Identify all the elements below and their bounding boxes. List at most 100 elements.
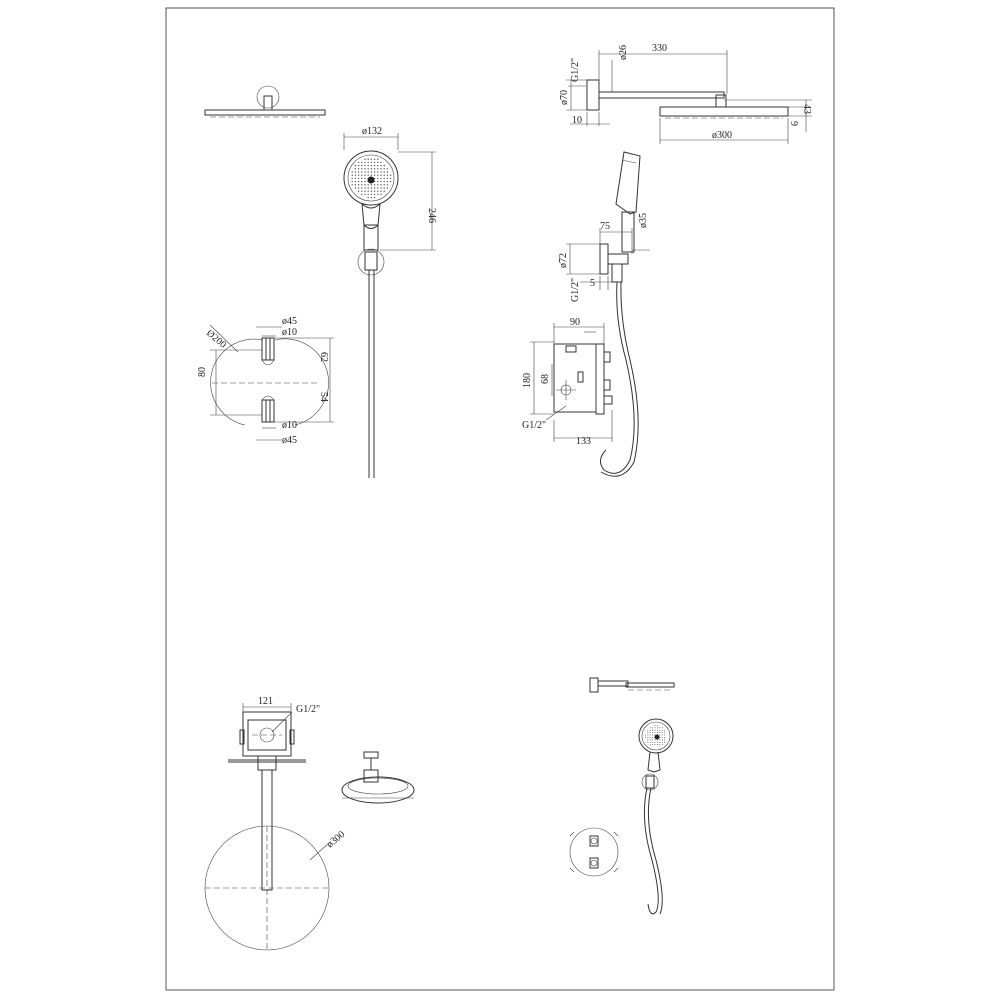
nozzle-dot: [367, 184, 369, 186]
nozzle-dot: [659, 727, 661, 729]
nozzle-dot: [661, 736, 663, 738]
nozzle-dot: [364, 158, 366, 160]
hand-shower-height-label: 246: [426, 208, 437, 223]
nozzle-dot: [664, 736, 666, 738]
nozzle-dot: [377, 174, 379, 176]
nozzle-dot: [367, 187, 369, 189]
nozzle-dot: [386, 171, 389, 173]
nozzle-dot: [354, 164, 357, 167]
nozzle-dot: [364, 193, 366, 196]
nozzle-dot: [383, 177, 385, 180]
nozzle-dot: [367, 158, 369, 160]
nozzle-dot: [656, 727, 658, 729]
nozzle-dot: [351, 171, 353, 173]
nozzle-dot: [364, 164, 366, 167]
nozzle-dot: [354, 168, 357, 170]
nozzle-dot: [373, 196, 376, 199]
nozzle-dot: [351, 177, 353, 180]
nozzle-dot: [664, 734, 666, 736]
valve-thread-label: G1/2": [522, 420, 546, 431]
nozzle-dot: [354, 187, 357, 189]
nozzle-dot: [656, 739, 658, 741]
hand-shower-diameter-label: ø132: [362, 126, 382, 137]
nozzle-dot: [649, 741, 651, 743]
nozzle-dot: [367, 174, 369, 176]
wall-plate-view: ø45 ø10 ø10 ø45 Ø200 80 62 54: [197, 316, 334, 446]
nozzle-dot: [370, 184, 373, 186]
nozzle-dot: [361, 180, 363, 183]
nozzle-dot: [357, 184, 360, 186]
nozzle-dot: [652, 744, 654, 746]
nozzle-dot: [367, 196, 369, 199]
nozzle-dot: [370, 164, 373, 167]
nozzle-dot: [664, 741, 666, 743]
nozzle-dot: [377, 164, 379, 167]
nozzle-dot: [354, 184, 357, 186]
nozzle-dot: [383, 174, 385, 176]
nozzle-dot: [661, 744, 663, 746]
nozzle-dot: [357, 164, 360, 167]
wall-plate-top-inner-label: ø10: [282, 327, 297, 338]
outlet-diameter-label: ø35: [638, 213, 649, 228]
nozzle-dot: [383, 164, 385, 167]
valve-total-depth-label: 133: [576, 436, 591, 447]
wall-outlet-view: 75 ø35 ø72 G1/2" 5: [558, 151, 650, 477]
wall-plate-diameter-label: Ø200: [204, 328, 228, 351]
ceiling-mount-thread-label: G1/2": [296, 704, 320, 715]
nozzle-dot: [357, 177, 360, 180]
nozzle-dot: [373, 193, 376, 196]
nozzle-dot: [357, 174, 360, 176]
wall-plate-top-outer-label: ø45: [282, 316, 297, 327]
valve-inner-height-label: 68: [540, 374, 551, 384]
nozzle-dot: [373, 168, 376, 170]
valve-height-label: 180: [522, 373, 533, 388]
nozzle-dot: [361, 177, 363, 180]
arm-flange-depth-label: 10: [572, 115, 582, 126]
nozzle-dot: [380, 180, 382, 183]
nozzle-dot: [357, 171, 360, 173]
nozzle-dot: [652, 729, 654, 731]
nozzle-dot: [373, 174, 376, 176]
nozzle-dot: [386, 174, 389, 176]
nozzle-dot: [377, 193, 379, 196]
nozzle-dot: [354, 174, 357, 176]
rotated-head-view: [341, 751, 415, 804]
nozzle-dot: [661, 729, 663, 731]
nozzle-dot: [652, 734, 654, 736]
wall-plate-upper-height-label: 62: [318, 352, 329, 362]
nozzle-dot: [377, 177, 379, 180]
nozzle-dot: [656, 732, 658, 734]
nozzle-dot: [644, 734, 646, 736]
head-diameter-label: ø300: [712, 130, 732, 141]
nozzle-dot: [367, 164, 369, 167]
nozzle-dot: [661, 741, 663, 743]
nozzle-dot: [354, 177, 357, 180]
nozzle-dot: [361, 161, 363, 164]
nozzle-dot: [351, 180, 353, 183]
wall-plate-lower-height-label: 54: [318, 392, 329, 402]
nozzle-dot: [351, 184, 353, 186]
nozzle-dot: [373, 187, 376, 189]
nozzle-dot: [649, 744, 651, 746]
nozzle-dot: [647, 736, 649, 738]
nozzle-dot: [373, 164, 376, 167]
nozzle-dot: [656, 744, 658, 746]
nozzle-dot: [649, 729, 651, 731]
nozzle-dot: [659, 736, 661, 738]
nozzle-dot: [383, 180, 385, 183]
nozzle-dot: [380, 187, 382, 189]
nozzle-dot: [357, 190, 360, 192]
arm-flange-diameter-label: ø70: [559, 90, 570, 105]
nozzle-dot: [373, 171, 376, 173]
arm-length-label: 330: [652, 43, 667, 54]
outlet-depth-label: 5: [590, 278, 595, 289]
nozzle-dot: [370, 161, 373, 164]
valve-width-label: 90: [570, 317, 580, 328]
nozzle-dot: [649, 736, 651, 738]
nozzle-dot: [649, 732, 651, 734]
shower-arm-view: 330 ø26 G1/2" ø70 10 ø300 43 9: [559, 43, 812, 144]
nozzle-dot: [654, 732, 656, 734]
head-height-label: 43: [801, 104, 812, 114]
nozzle-dot: [661, 727, 663, 729]
